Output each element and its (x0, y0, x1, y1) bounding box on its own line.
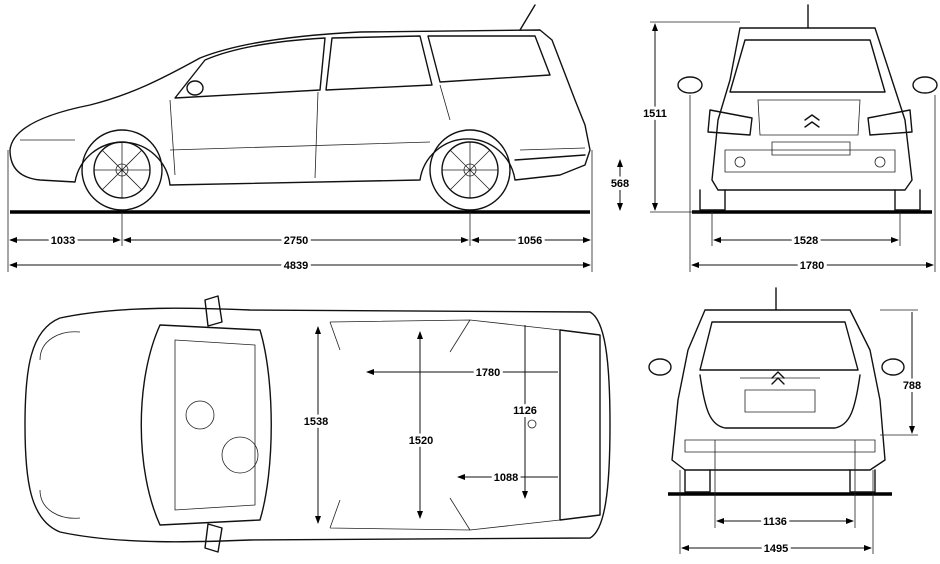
dim-front-overhang: 1033 (51, 235, 75, 247)
dim-rear-overhang: 1056 (518, 235, 542, 247)
tailgate (699, 374, 861, 429)
headlights (707, 109, 913, 136)
side-view: 1033 2750 1056 4839 568 (7, 4, 632, 275)
dim-overall-length: 4839 (284, 260, 308, 272)
side-body-outline (9, 29, 591, 186)
dim-ground-to-sill: 568 (611, 178, 629, 190)
antenna (519, 4, 536, 31)
side-mirror (186, 80, 204, 96)
dim-tailgate-opening-width: 1136 (763, 516, 787, 528)
dim-overall-height: 1511 (643, 108, 667, 120)
dim-overall-width: 1780 (800, 260, 824, 272)
top-body-outline (24, 307, 611, 543)
windshield-top (140, 324, 272, 526)
dim-width-front-seats: 1538 (304, 416, 328, 428)
dim-cargo-width: 1126 (513, 405, 537, 417)
top-view: 1538 1520 1780 1126 1088 (24, 295, 611, 553)
mirrors-top (204, 295, 223, 553)
front-wheel (81, 129, 163, 211)
dim-loading-height: 788 (903, 380, 921, 392)
rear-wheel (429, 129, 511, 211)
rear-view: 788 1136 1495 (648, 287, 924, 558)
front-window (174, 37, 326, 99)
left-mirror (677, 76, 703, 94)
logo-chevrons (804, 114, 820, 128)
dim-front-track: 1528 (794, 235, 818, 247)
dim-width-rear-seats: 1520 (409, 435, 433, 447)
dim-rear-track: 1495 (764, 543, 788, 555)
front-body-outline (711, 27, 913, 191)
windshield (729, 39, 886, 93)
dim-cargo-floor-length: 1088 (494, 472, 518, 484)
rear-window (699, 321, 859, 371)
rear-door-window (325, 35, 433, 91)
front-view: 1511 1528 1780 (640, 4, 938, 275)
rear-quarter-window (427, 35, 551, 83)
rear-logo (771, 371, 785, 385)
dim-interior-length: 1780 (476, 367, 500, 379)
dim-wheelbase: 2750 (284, 235, 308, 247)
rear-body-outline (671, 309, 886, 471)
right-mirror (912, 76, 938, 94)
rear-window-top (559, 329, 601, 521)
